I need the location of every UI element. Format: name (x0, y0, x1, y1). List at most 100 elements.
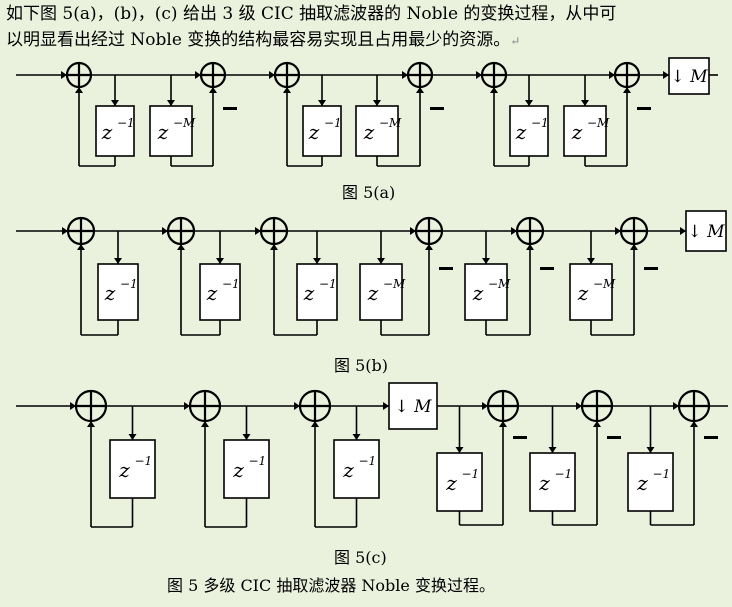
delay-block-z-minus-m: z −M (149, 105, 196, 157)
arrow-head (526, 244, 534, 250)
downsample-label: ↓ M (687, 222, 725, 242)
delay-block-z-minus-1: z−1 (223, 439, 270, 499)
adder-symbol (273, 61, 301, 89)
delay-label: z (472, 281, 484, 305)
arrow-head (490, 87, 498, 93)
caption-5c: 图 5(c) (334, 548, 387, 567)
arrow-head (623, 87, 631, 93)
delay-label: z (308, 120, 320, 144)
delay-block-z-minus-m: z −M (563, 105, 610, 157)
delay-label: z (571, 120, 583, 144)
arrow-head (402, 71, 408, 79)
downsample-block: ↓ M (388, 382, 438, 430)
adder-symbol (515, 216, 545, 246)
delay-label: z (367, 281, 379, 305)
delay-exponent: −M (173, 116, 196, 130)
arrow-head (87, 421, 95, 427)
delay-label: z (303, 281, 315, 305)
delay-exponent: −1 (117, 116, 135, 130)
arrow-head (201, 421, 209, 427)
arrow-head (255, 227, 261, 235)
delay-label: z (157, 120, 169, 144)
adder-symbol (65, 61, 93, 89)
arrow-head (646, 447, 655, 453)
delay-exponent: −M (587, 116, 610, 130)
minus-sign (644, 267, 658, 270)
delay-exponent: −1 (531, 116, 549, 130)
adder-symbol (74, 389, 108, 423)
delay-exponent: −1 (319, 277, 337, 291)
delay-label: z (206, 281, 218, 305)
arrow-head (630, 244, 638, 250)
delay-exponent: −M (488, 277, 511, 291)
arrow-head (377, 258, 385, 264)
delay-label: z (515, 120, 527, 144)
arrow-head (663, 71, 669, 79)
intro-line-2-text: 以明显看出经过 Noble 变换的结构最容易实现且占用最少的资源。 (6, 30, 511, 50)
arrow-head (70, 402, 76, 410)
arrow-head (383, 402, 389, 410)
delay-label: z (636, 471, 648, 495)
arrow-head (425, 244, 433, 250)
delay-label: z (538, 471, 550, 495)
arrow-head (270, 244, 278, 250)
adder-symbol (480, 61, 508, 89)
arrow-head (476, 71, 482, 79)
delay-exponent: −1 (120, 277, 138, 291)
adder-symbol (486, 389, 520, 423)
arrow-head (455, 447, 464, 453)
arrow-head (128, 434, 137, 440)
adder-symbol (188, 389, 222, 423)
arrow-head (167, 100, 175, 106)
delay-block-z-minus-1: z−1 (97, 263, 139, 321)
delay-block-z-minus-1: z −1 (529, 452, 576, 512)
delay-exponent: −M (379, 116, 402, 130)
arrow-head (690, 421, 698, 427)
delay-exponent: −1 (222, 277, 240, 291)
arrow-head (269, 71, 275, 79)
arrow-head (482, 258, 490, 264)
downsample-label: ↓ M (394, 397, 432, 417)
delay-exponent: −1 (462, 467, 480, 481)
delay-exponent: −1 (135, 454, 153, 468)
arrow-head (416, 87, 424, 93)
arrow-head (209, 87, 217, 93)
adder-symbol (298, 389, 332, 423)
adder-symbol (66, 216, 96, 246)
arrow-head (162, 227, 168, 235)
minus-sign (223, 107, 237, 110)
delay-block-z-minus-1: z −1 (199, 263, 241, 321)
arrow-head (499, 421, 507, 427)
arrow-head (525, 100, 533, 106)
arrow-head (77, 244, 85, 250)
delay-label: z (363, 120, 375, 144)
minus-sign (540, 267, 554, 270)
delay-block-z-minus-1: z−1 (627, 452, 674, 512)
delay-exponent: −1 (555, 467, 573, 481)
delay-block-z-minus-m: z−M (569, 263, 616, 321)
arrow-head (294, 402, 300, 410)
arrow-head (61, 71, 67, 79)
downsample-block: ↓ M (668, 57, 710, 95)
arrow-head (581, 100, 589, 106)
delay-label: z (118, 458, 130, 482)
delay-label: z (232, 458, 244, 482)
arrow-head (615, 227, 621, 235)
figure-caption: 图 5 多级 CIC 抽取滤波器 Noble 变换过程。 (167, 576, 495, 595)
arrow-head (482, 402, 488, 410)
intro-line-1: 如下图 5(a)，(b)，(c) 给出 3 级 CIC 抽取滤波器的 Noble… (6, 4, 617, 24)
arrow-head (548, 447, 557, 453)
delay-block-z-minus-1: z −1 (296, 263, 338, 321)
arrow-head (62, 227, 68, 235)
arrow-head (587, 258, 595, 264)
arrow-head (680, 227, 686, 235)
delay-label: z (445, 471, 457, 495)
delay-exponent: −1 (324, 116, 342, 130)
minus-sign (704, 436, 718, 439)
arrow-head (318, 100, 326, 106)
arrow-head (576, 402, 582, 410)
delay-label: z (342, 458, 354, 482)
arrow-head (75, 87, 83, 93)
